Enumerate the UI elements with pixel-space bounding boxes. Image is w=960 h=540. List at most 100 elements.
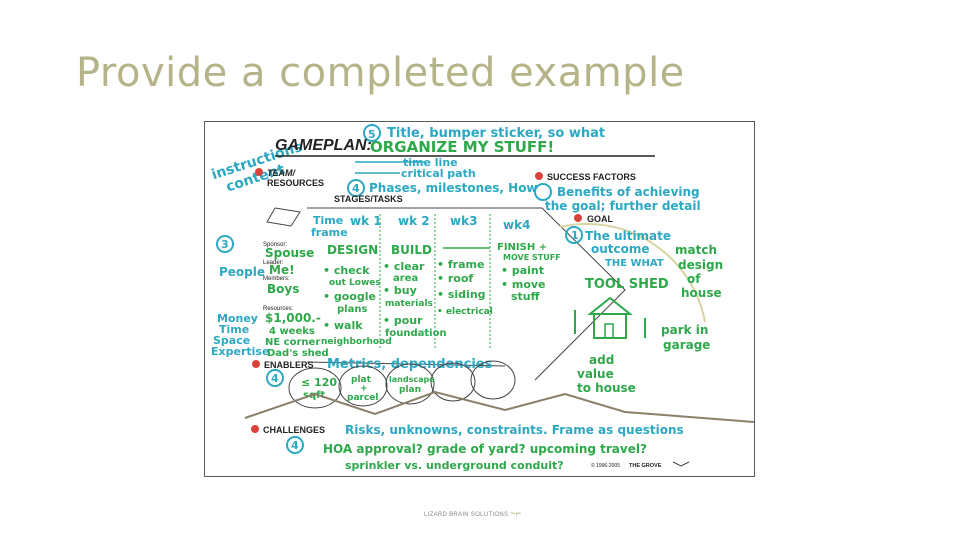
week-3: wk3	[450, 214, 477, 228]
success-number-circle	[534, 183, 552, 201]
copyright: © 1996-2005	[591, 462, 620, 469]
success-bullet	[535, 172, 543, 180]
members-value: Boys	[267, 282, 299, 296]
week-2: wk 2	[398, 214, 430, 228]
enabler-2-line-2: +	[360, 384, 368, 394]
lizard-icon: ~⌐	[510, 508, 522, 518]
money-text: Money	[217, 312, 258, 325]
challenges-line-1: HOA approval? grade of yard? upcoming tr…	[323, 442, 647, 456]
time-text: Time	[219, 323, 249, 336]
build-task: • siding	[437, 288, 486, 301]
enabler-circle-2	[338, 365, 388, 407]
goal-side-3: of	[687, 272, 701, 286]
challenges-heading: CHALLENGES	[263, 425, 325, 435]
slide-title: Provide a completed example	[76, 50, 685, 96]
arrow-head	[510, 207, 626, 381]
design-task: • check	[323, 264, 370, 277]
enablers-heading: ENABLERS	[264, 360, 314, 370]
enabler-circle-3	[385, 363, 435, 405]
success-heading: SUCCESS FACTORS	[547, 172, 636, 182]
enabler-circle-4	[430, 362, 476, 402]
challenges-number-circle	[286, 436, 304, 454]
stages-number-circle	[347, 179, 365, 197]
resources-value: $1,000.-	[265, 311, 321, 325]
finish-task: • move	[501, 278, 546, 291]
challenges-note: Risks, unknowns, constraints. Frame as q…	[345, 423, 684, 437]
time-frame-2: frame	[311, 226, 348, 239]
goal-line-1: The ultimate	[585, 229, 671, 243]
design-task: • google	[323, 290, 376, 303]
finish-task: • paint	[501, 264, 544, 277]
goal-number: 1	[571, 229, 579, 242]
enablers-bullet	[252, 360, 260, 368]
goal-side-4: house	[681, 286, 722, 300]
build-task: area	[393, 273, 418, 284]
goal-line-3: THE WHAT	[605, 258, 664, 269]
goal-arc	[559, 222, 706, 323]
members-label: Members:	[263, 276, 290, 282]
goal-add-1: add	[589, 353, 614, 367]
title-note: Title, bumper sticker, so what	[387, 126, 605, 141]
leader-value: Me!	[269, 263, 295, 277]
team-heading-1: TEAM/	[267, 168, 296, 178]
enabler-3-line-1: landscape	[389, 375, 435, 384]
phase-finish-1: FINISH +	[497, 242, 547, 253]
resources-label: Resources:	[263, 306, 294, 312]
enabler-3-line-2: plan	[399, 385, 421, 395]
build-task: materials	[385, 299, 433, 309]
stages-heading: STAGES/TASKS	[334, 194, 403, 204]
design-task: plans	[337, 304, 367, 315]
gameplan-value: ORGANIZE MY STUFF!	[370, 138, 554, 156]
space-text: Space	[213, 334, 250, 347]
expertise-text: Expertise	[211, 345, 269, 358]
timeline-text: time line	[403, 156, 458, 169]
step5-circle	[363, 124, 381, 142]
brand-logo-icon	[672, 461, 690, 467]
goal-line-2: outcome	[591, 242, 650, 256]
design-tasks: • check out Lowes • google plans • walk …	[321, 264, 392, 347]
success-note-1: Benefits of achieving	[557, 185, 700, 199]
goal-number-circle	[565, 226, 583, 244]
build-task: • pour	[383, 314, 423, 327]
enabler-1-line-2: sqft	[303, 390, 325, 401]
stages-note: Phases, milestones, How	[369, 181, 538, 195]
enabler-2-line-1: plat	[351, 375, 372, 385]
goal-side-2: design	[678, 258, 723, 272]
step5-number: 5	[368, 128, 376, 141]
phase-build: BUILD	[391, 243, 432, 257]
time-value: 4 weeks	[269, 326, 315, 337]
build-task: foundation	[385, 328, 447, 339]
enablers-number: 4	[271, 372, 279, 385]
challenges-line-2: sprinkler vs. underground conduit?	[345, 459, 564, 472]
goal-side-1: match	[675, 243, 717, 257]
space-value: NE corner	[265, 337, 320, 348]
build-task: • clear	[383, 260, 425, 273]
gameplan-diagram: instructions content 5 Title, bumper sti…	[210, 124, 754, 472]
people-text: People	[219, 265, 265, 279]
brand-name: THE GROVE	[629, 463, 662, 469]
build-task: • electrical	[437, 307, 493, 317]
shed-drawing	[574, 296, 646, 339]
week-1: wk 1	[350, 214, 382, 228]
design-task: • walk	[323, 319, 363, 332]
footer-brand: LIZARD BRAIN SOLUTIONS~⌐	[424, 508, 521, 518]
team-bullet	[255, 168, 263, 176]
goal-park-2: garage	[663, 338, 710, 352]
success-note-2: the goal; further detail	[545, 199, 701, 213]
expertise-value: Dad's shed	[267, 348, 329, 359]
phase-design: DESIGN	[327, 243, 378, 257]
phase-finish-2: MOVE STUFF	[503, 253, 561, 262]
team-diagram	[266, 207, 301, 227]
mountains	[244, 390, 754, 423]
goal-bullet	[574, 214, 582, 222]
build-tasks-2: • frame • roof • siding • electrical	[437, 258, 493, 317]
gameplan-image: instructions content 5 Title, bumper sti…	[204, 121, 755, 477]
design-task: out Lowes	[329, 278, 381, 288]
sponsor-label: Sponsor:	[263, 242, 287, 248]
gameplan-label: GAMEPLAN:	[275, 137, 372, 154]
goal-add-2: value	[577, 367, 614, 381]
build-task: • frame	[437, 258, 484, 271]
footer-text: LIZARD BRAIN SOLUTIONS	[424, 512, 509, 518]
week-4: wk4	[503, 218, 530, 232]
build-task: • roof	[437, 272, 473, 285]
